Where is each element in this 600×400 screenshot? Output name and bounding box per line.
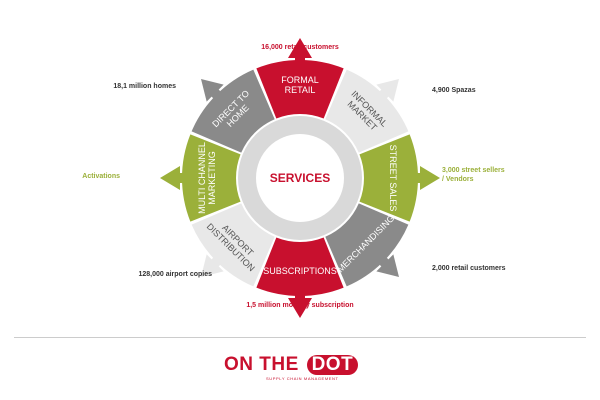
stat-label-airport-distribution: 128,000 airport copies (138, 271, 212, 278)
segment-direct-to-home: DIRECT TOHOME (191, 69, 275, 153)
sector-multi-channel-marketing (181, 134, 241, 222)
stat-label-subscriptions: 1,5 million monthly subscription (246, 302, 353, 309)
segment-subscriptions: SUBSCRIPTIONS (256, 237, 344, 318)
center-label: SERVICES (270, 171, 330, 185)
segment-street-sales: STREET SALES (359, 134, 440, 222)
segment-informal-market: INFORMALMARKET (325, 69, 409, 153)
stat-label-street-sales: 3,000 street sellers/ Vendors (442, 167, 505, 183)
sector-direct-to-home (191, 69, 275, 153)
segment-label-street-sales: STREET SALES (388, 145, 398, 212)
segment-label-subscriptions: SUBSCRIPTIONS (263, 266, 337, 276)
stat-label-informal-market: 4,900 Spazas (432, 87, 476, 94)
segment-multi-channel-marketing: MULTI CHANNELMARKETING (160, 134, 241, 222)
sector-formal-retail (256, 60, 344, 119)
logo-text-on-the: ON THE (224, 354, 299, 375)
sector-street-sales (359, 134, 418, 222)
footer-divider (14, 337, 586, 338)
sector-airport-distribution (191, 203, 275, 287)
logo-subtitle: SUPPLY CHAIN MANAGEMENT (266, 376, 339, 381)
stat-label-merchandising: 2,000 retail customers (432, 265, 506, 272)
segment-airport-distribution: AIRPORTDISTRIBUTION (191, 203, 275, 287)
arrow-multi-channel-marketing (160, 166, 194, 190)
sector-informal-market (325, 69, 409, 153)
center-hub (256, 134, 344, 222)
arrow-street-sales (406, 166, 440, 190)
logo-text-dot: DOT (306, 355, 359, 375)
arrow-subscriptions (288, 284, 312, 318)
segment-label-multi-channel-marketing: MULTI CHANNELMARKETING (197, 142, 217, 214)
arrow-formal-retail (288, 38, 312, 72)
sector-subscriptions (256, 237, 344, 296)
segment-merchandising: MERCHANDISING (325, 203, 409, 287)
stat-label-multi-channel-marketing: Activations (82, 173, 120, 180)
company-logo: ON THE DOT SUPPLY CHAIN MANAGEMENT (224, 355, 376, 385)
stat-label-formal-retail: 16,000 retail customers (261, 44, 339, 51)
stat-label-direct-to-home: 18,1 million homes (113, 83, 176, 90)
sector-merchandising (325, 203, 409, 287)
